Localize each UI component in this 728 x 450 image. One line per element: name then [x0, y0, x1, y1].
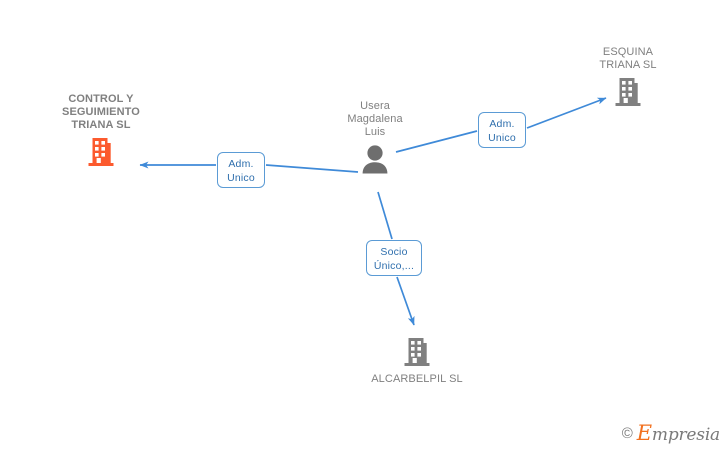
- node-esquina-triana[interactable]: ESQUINA TRIANA SL: [548, 46, 708, 107]
- node-label: CONTROL Y SEGUIMIENTO TRIANA SL: [62, 93, 140, 131]
- person-icon: [359, 144, 391, 174]
- node-control-y-seguimiento-triana[interactable]: CONTROL Y SEGUIMIENTO TRIANA SL: [21, 93, 181, 167]
- node-label: Usera Magdalena Luis: [347, 100, 403, 138]
- brand-rest: mpresia: [651, 425, 720, 445]
- edge-label-socio-unico-alcarbelpil[interactable]: Socio Único,...: [366, 240, 422, 276]
- node-label: ESQUINA TRIANA SL: [599, 46, 657, 71]
- edge-label-adm-unico-esquina[interactable]: Adm. Unico: [478, 112, 526, 148]
- copyright-icon: ©: [621, 425, 633, 442]
- building-icon: [88, 137, 114, 167]
- node-usera-magdalena-luis[interactable]: Usera Magdalena Luis: [295, 100, 455, 174]
- node-alcarbelpil[interactable]: ALCARBELPIL SL: [337, 337, 497, 386]
- building-icon: [615, 77, 641, 107]
- edge-label-adm-unico-control[interactable]: Adm. Unico: [217, 152, 265, 188]
- brand-wordmark: Empresia: [637, 423, 720, 444]
- building-icon: [404, 337, 430, 367]
- node-label: ALCARBELPIL SL: [371, 373, 463, 385]
- empresia-watermark: © Empresia: [622, 423, 720, 444]
- brand-initial: E: [636, 421, 652, 445]
